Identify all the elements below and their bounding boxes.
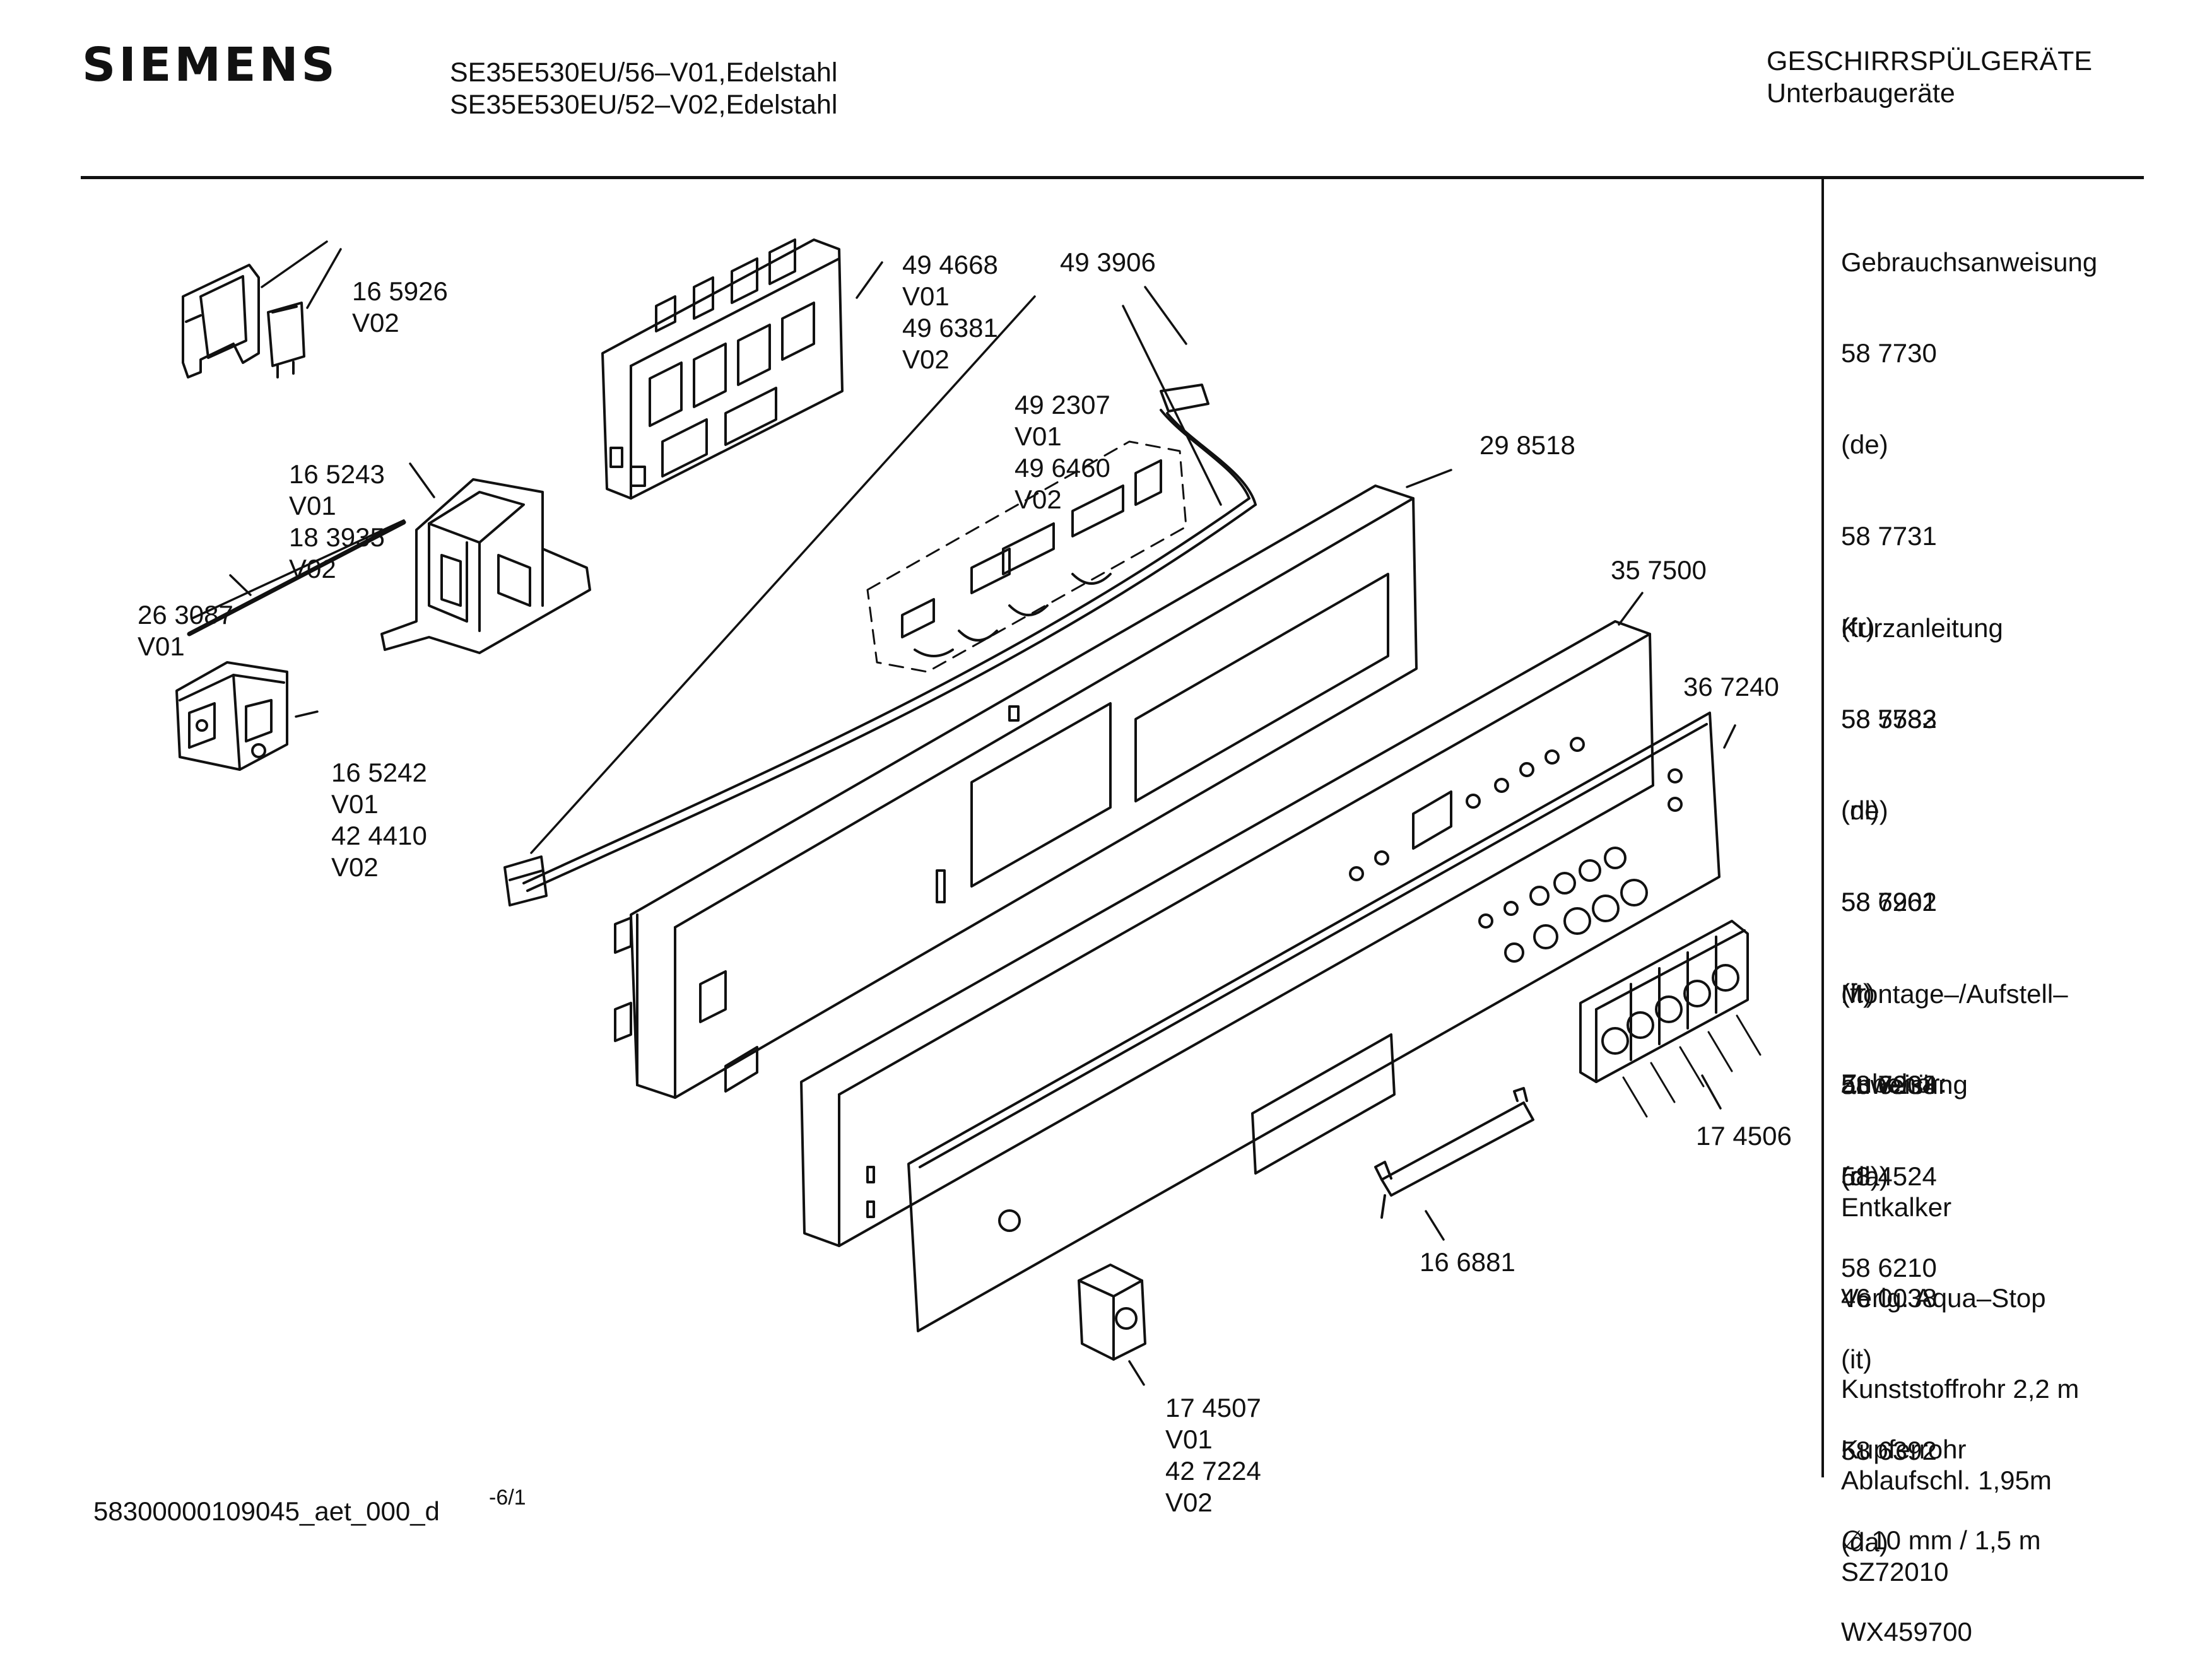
brand-logo: SIEMENS <box>82 38 338 92</box>
callout-298518: 29 8518 <box>1480 430 1575 460</box>
leader-fan-174506 <box>1622 1014 1762 1118</box>
part-rod-263087 <box>187 520 406 637</box>
part-electronics-494668 <box>601 238 844 500</box>
sidebar-manual-section: Gebrauchsanweisung 58 7730 (de) 58 7731 … <box>1841 247 2098 1191</box>
part-housing-165243 <box>380 478 591 654</box>
model-line-1: SE35E530EU/56–V01,Edelstahl <box>450 57 838 88</box>
callout-367240: 36 7240 <box>1683 672 1779 701</box>
part-frame-298518 <box>614 484 1418 1099</box>
part-cable-493906 <box>503 384 1257 906</box>
document-id: 58300000109045_aet_000_d <box>93 1496 440 1526</box>
callout-357500: 35 7500 <box>1611 555 1707 585</box>
part-harness-492307 <box>866 440 1187 673</box>
sidebar-descaler-section: Entkalker 46 0038 <box>1841 1192 1952 1313</box>
part-switch-165242 <box>175 661 288 771</box>
part-panel-357500 <box>800 620 1654 1247</box>
part-clip-166881 <box>1374 1087 1534 1219</box>
exploded-view-drawing <box>175 238 1762 1386</box>
sidebar-quickguide-section: Kurzanleitung 58 5583 (de) 58 6202 (fr) … <box>1841 613 2003 1557</box>
part-bracket-165926 <box>182 264 305 378</box>
model-line-2: SE35E530EU/52–V02,Edelstahl <box>450 90 838 120</box>
page-number: -6/1 <box>489 1486 526 1510</box>
spare-parts-sheet: { "header": { "brand": "SIEMENS", "model… <box>81 38 2144 1647</box>
callout-174506: 17 4506 <box>1696 1121 1792 1151</box>
sidebar-install-section: Montage–/Aufstell– anweisung 58 4524 <box>1841 978 2068 1192</box>
header-divider <box>81 176 2144 179</box>
part-fascia-367240 <box>907 712 1721 1332</box>
part-buttons-174506 <box>1579 920 1749 1083</box>
sidebar-accessories-heading: Zubehör: <box>1841 1069 1948 1098</box>
sidebar-copper-section: Kupferrohr ∅ 10 mm / 1,5 m WX459700 <box>1841 1434 2041 1647</box>
part-knob-174507 <box>1078 1264 1146 1361</box>
sidebar-divider <box>1821 178 1824 1477</box>
leader-lines <box>191 240 1736 1386</box>
callout-493906: 49 3906 <box>1060 247 1156 277</box>
category-title: GESCHIRRSPÜLGERÄTE <box>1767 46 2093 76</box>
callout-166881: 16 6881 <box>1420 1247 1515 1277</box>
subcategory-title: Unterbaugeräte <box>1767 78 1955 109</box>
